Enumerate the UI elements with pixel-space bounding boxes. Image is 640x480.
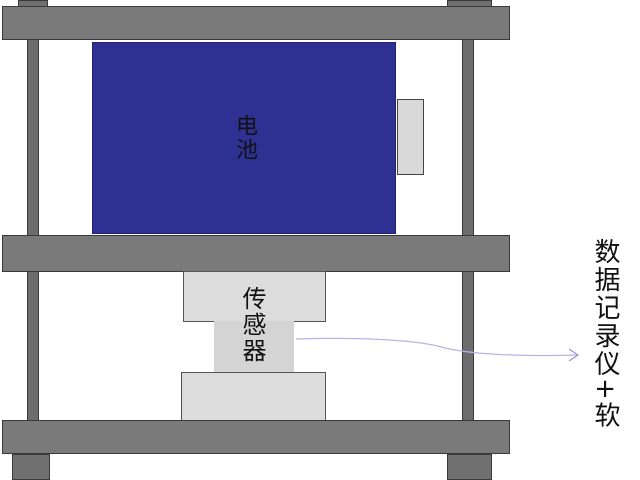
middle-plate	[2, 235, 510, 272]
battery: 电池	[92, 42, 396, 234]
bottom-plate	[2, 420, 510, 454]
sensor-label-wrap: 传感器	[230, 286, 274, 406]
battery-terminal	[397, 99, 424, 175]
sensor	[214, 321, 294, 372]
data-recorder-label: 数据记录仪+软	[590, 238, 620, 430]
top-plate	[2, 6, 510, 40]
battery-label: 电池	[232, 114, 257, 162]
sensor-label: 传感器	[238, 286, 266, 364]
bottom-left-foot	[12, 454, 50, 480]
